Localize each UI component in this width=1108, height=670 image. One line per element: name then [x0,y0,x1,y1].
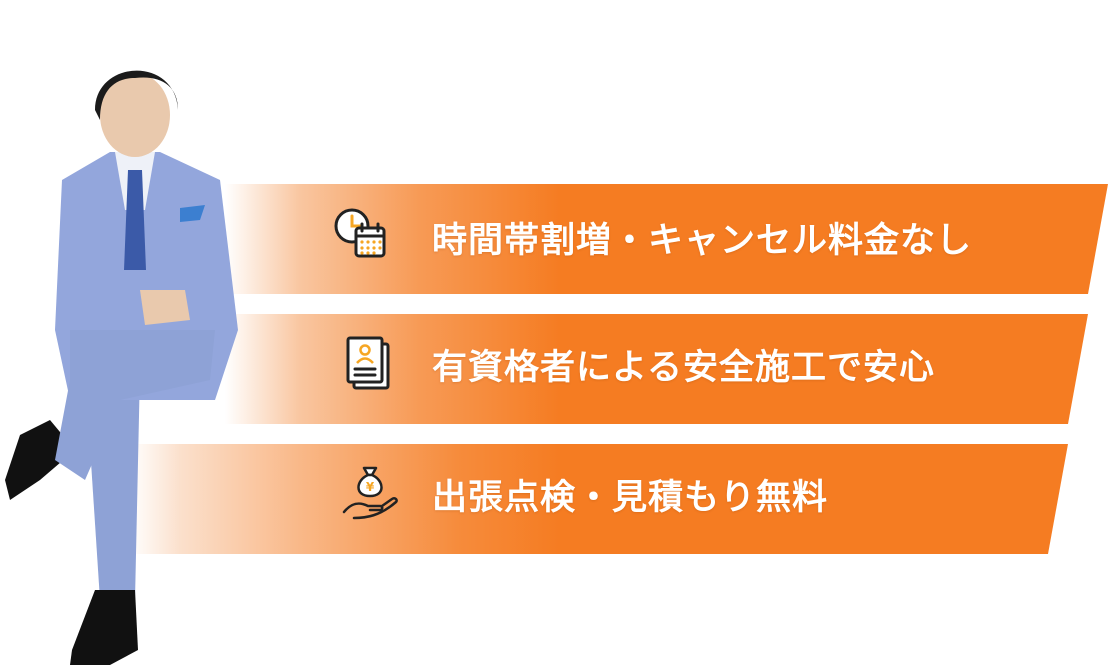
svg-text:¥: ¥ [366,480,375,494]
feature-label-qualified-staff: 有資格者による安全施工で安心 [432,348,935,388]
feature-banner-free-estimate [0,444,1068,554]
feature-label-no-surcharge: 時間帯割増・キャンセル料金なし [432,221,973,261]
money-bag-hand-icon: ¥ [342,466,398,520]
businessman-photo [5,70,238,665]
license-document-icon [346,336,390,390]
feature-label-free-estimate: 出張点検・見積もり無料 [432,478,829,518]
clock-calendar-icon [334,208,386,258]
